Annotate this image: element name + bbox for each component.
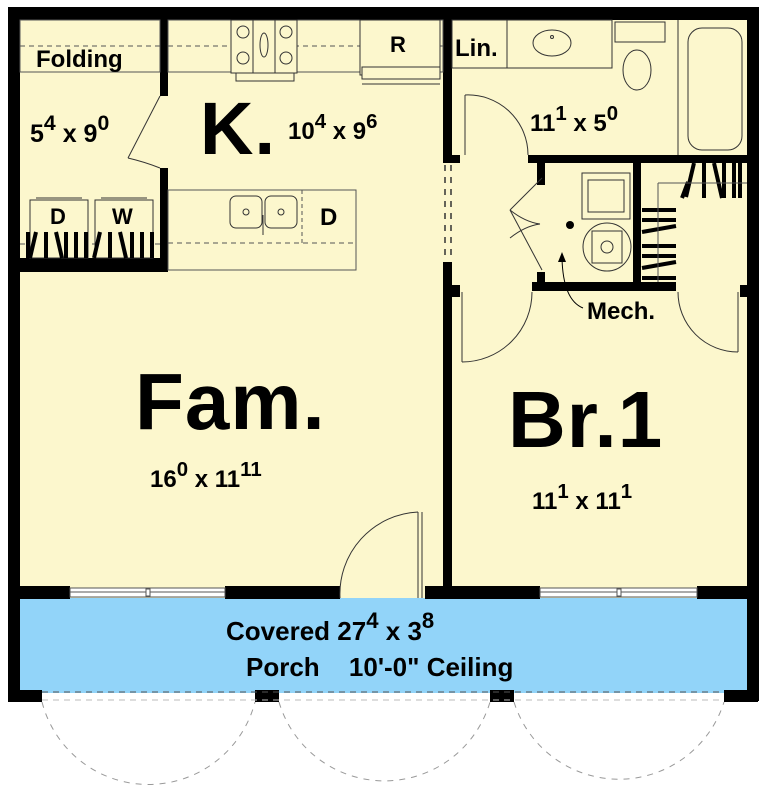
bath-door	[464, 94, 529, 156]
porch-swing-arcs	[41, 701, 725, 785]
exterior-walls	[8, 7, 759, 702]
porch-floor	[18, 598, 748, 693]
porch-label-line1: Covered 274 x 38	[226, 607, 435, 646]
kitchen-label: K.	[200, 87, 276, 170]
mech-bifold-door	[509, 177, 543, 271]
refrigerator-label: R	[390, 32, 406, 57]
washer-label: W	[112, 204, 133, 229]
laundry-label: Folding	[36, 46, 123, 73]
bath-fixtures	[451, 19, 743, 155]
porch-label-line2: Porch 10'-0" Ceiling	[246, 652, 514, 682]
laundry-dimensions: 54 x 90	[30, 111, 110, 148]
porch-ceiling-height: 10'-0" Ceiling	[348, 652, 514, 682]
wall-opening	[444, 165, 452, 260]
kitchen-dimensions: 104 x 96	[288, 110, 378, 145]
front-windows	[69, 587, 698, 598]
dryer-label: D	[50, 204, 66, 229]
bedroom-label: Br.1	[508, 375, 664, 464]
linen-label: Lin.	[455, 35, 498, 62]
mechanical-label: Mech.	[587, 298, 656, 325]
mech-equipment	[581, 172, 632, 272]
laundry-bifold-door	[127, 95, 161, 169]
bath-dimensions: 111 x 50	[530, 102, 619, 137]
kitchen-counters	[19, 19, 444, 271]
kitchen-sink-icon	[229, 195, 298, 235]
interior-walls	[14, 18, 748, 588]
bedroom-doors	[461, 291, 739, 363]
range-icon	[230, 19, 298, 82]
bedroom-dimensions: 111 x 111	[532, 480, 633, 515]
refrigerator-icon	[359, 19, 441, 85]
interior-floor	[14, 18, 754, 598]
dishwasher-label: D	[320, 204, 338, 231]
family-label: Fam.	[135, 357, 326, 446]
closet-shelves	[641, 162, 742, 280]
laundry-shelf-rods	[26, 231, 154, 259]
mech-leader-arrow	[561, 257, 584, 309]
family-dimensions: 160 x 1111	[150, 458, 262, 493]
entry-door	[339, 511, 423, 599]
porch-dimensions: 274 x 38	[337, 607, 435, 646]
mech-drain-icon	[566, 221, 574, 229]
